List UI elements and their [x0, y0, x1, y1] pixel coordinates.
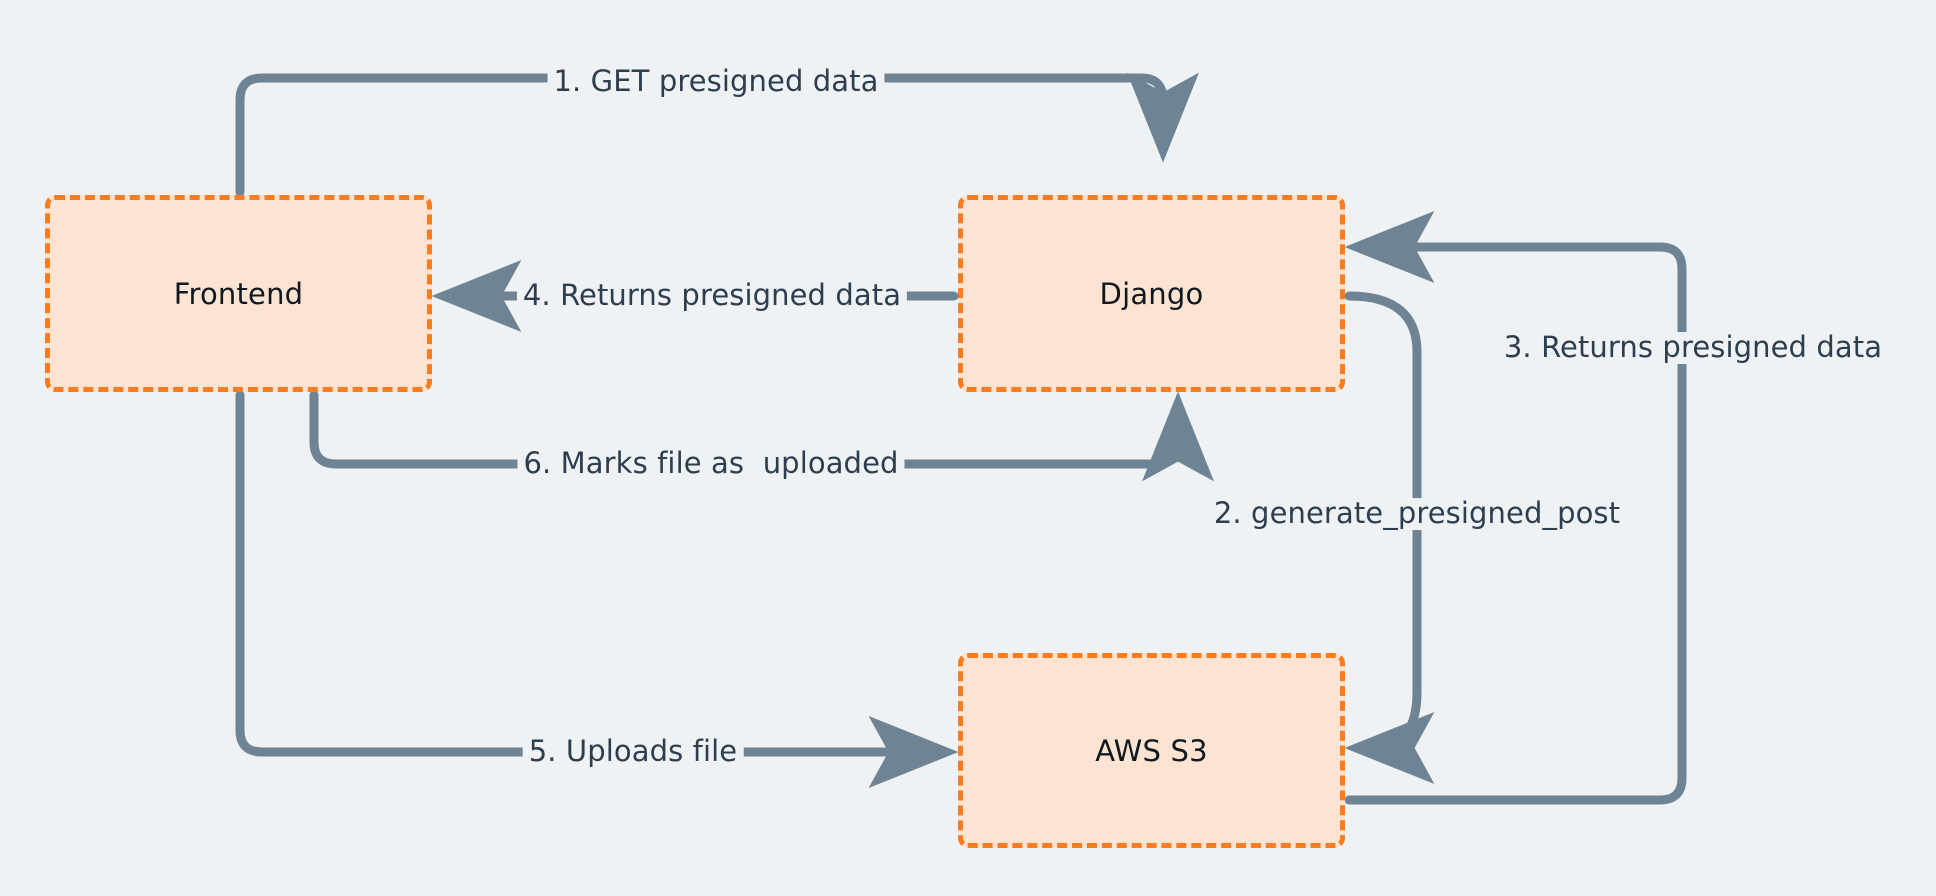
- edge-label-2: 2. generate_presigned_post: [1207, 497, 1627, 530]
- node-aws-s3-label: AWS S3: [1095, 733, 1208, 768]
- edge-label-5: 5. Uploads file: [522, 735, 744, 768]
- connector-edge-3: [1344, 211, 1687, 805]
- connector-edge-5: [235, 390, 959, 788]
- node-django-label: Django: [1099, 276, 1204, 311]
- edge-label-4: 4. Returns presigned data: [516, 279, 908, 312]
- edge-label-6: 6. Marks file as uploaded: [517, 447, 905, 480]
- edge-label-3: 3. Returns presigned data: [1497, 331, 1889, 364]
- node-frontend[interactable]: Frontend: [45, 195, 432, 392]
- node-frontend-label: Frontend: [173, 276, 304, 311]
- node-aws-s3[interactable]: AWS S3: [958, 653, 1345, 848]
- edge-label-1: 1. GET presigned data: [547, 65, 885, 98]
- node-django[interactable]: Django: [958, 195, 1345, 392]
